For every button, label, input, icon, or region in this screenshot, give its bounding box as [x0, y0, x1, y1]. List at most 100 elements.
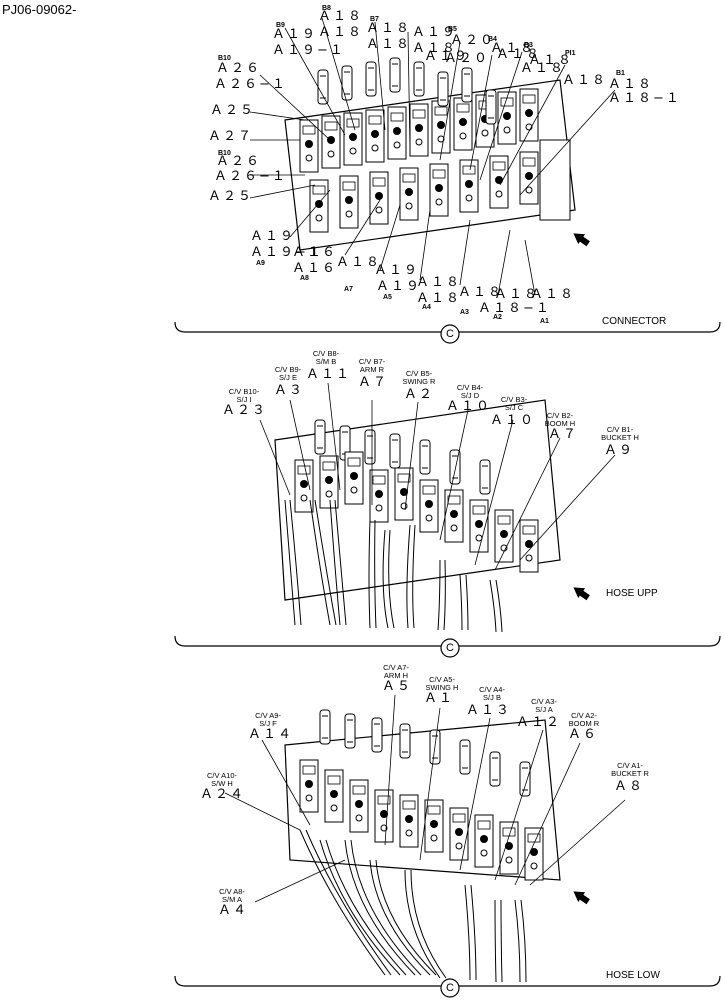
lower-code-a5: Ａ１ [424, 691, 455, 706]
upper-label-b9: C/V B9-S/J E [274, 365, 302, 382]
lower-code-a8: Ａ４ [218, 903, 249, 918]
connector-code: Ａ２６−１ [214, 77, 287, 92]
upper-label-b8: C/V B8-S/M B [312, 349, 340, 366]
upper-code-b7: Ａ７ [358, 375, 389, 390]
lower-code-a2: Ａ６ [568, 727, 599, 742]
upper-code-b1: Ａ９ [604, 443, 635, 458]
upper-hoses [284, 499, 503, 633]
circle-c-letter: C [446, 328, 454, 340]
upper-label-b10: C/V B10-S/J I [228, 387, 260, 404]
connector-code: Ａ１９ [250, 229, 296, 244]
connector-tag: A8 [300, 275, 309, 282]
connector-code: Ａ２５ [208, 189, 254, 204]
lower-code-a10: Ａ２４ [200, 787, 246, 802]
connector-code: Ａ２６ [216, 154, 262, 169]
connector-code: Ａ２０ [444, 51, 490, 66]
circle-c-icon [440, 324, 460, 344]
connector-code: Ａ１８−１ [478, 301, 551, 316]
connector-code: Ａ２６ [216, 61, 262, 76]
lower-leader-lines [224, 694, 626, 903]
arrow-icon [573, 587, 590, 601]
circle-c-icon [440, 978, 460, 998]
connector-code: Ａ１８ [496, 47, 542, 62]
lower-hoses [299, 829, 527, 983]
upper-code-b2: Ａ７ [548, 427, 579, 442]
upper-label-b4: C/V B4-S/J D [456, 383, 484, 400]
connector-tag: A7 [344, 286, 353, 293]
connector-code: Ａ１８ [528, 53, 574, 68]
connector-code: Ａ１８ [318, 25, 364, 40]
connector-code: Ａ１８ [416, 275, 462, 290]
connector-valve-body [284, 57, 576, 251]
connector-tag: A9 [256, 260, 265, 267]
connector-code: Ａ１８−１ [608, 91, 681, 106]
lower-code-a1: Ａ８ [614, 779, 645, 794]
circle-c-letter: C [446, 642, 454, 654]
connector-tag: B5 [448, 26, 457, 33]
upper-label-b5: C/V B5-SWING R [402, 369, 436, 386]
lower-label-a2: C/V A2-BOOM R [568, 711, 600, 728]
section-title-connector: CONNECTOR [602, 316, 667, 327]
upper-label-b2: C/V B2-BOOM H [544, 411, 576, 428]
connector-code: Ａ１９−１ [250, 245, 323, 260]
lower-label-a7: C/V A7-ARM H [383, 663, 409, 680]
connector-tag: B4 [488, 36, 497, 43]
lower-valve-body [284, 709, 561, 881]
lower-label-a10: C/V A10-S/W H [206, 771, 237, 788]
connector-code: Ａ１８ [490, 41, 536, 56]
lower-code-a3: Ａ１２ [516, 715, 562, 730]
connector-code: Ａ２０ [450, 33, 496, 48]
lower-label-a5: C/V A5-SWING H [425, 675, 459, 692]
connector-code: Ａ１８ [494, 287, 540, 302]
connector-tag: A4 [422, 304, 431, 311]
connector-code: Ａ２７ [208, 129, 254, 144]
connector-code: Ａ１８ [530, 287, 576, 302]
lower-label-a9: C/V A9-S/J F [255, 711, 281, 728]
connector-code: Ａ１８ [366, 21, 412, 36]
connector-tag: B9 [276, 22, 285, 29]
upper-code-b10: Ａ２３ [222, 403, 268, 418]
lower-code-a7: Ａ５ [382, 679, 413, 694]
upper-code-b9: Ａ３ [274, 383, 305, 398]
upper-label-b3: C/V B3-S/J C [500, 395, 528, 412]
connector-code: Ａ１９ [412, 25, 458, 40]
lower-label-a4: C/V A4-S/J B [479, 685, 505, 702]
upper-code-b5: Ａ２ [404, 387, 435, 402]
upper-label-b1: C/V B1-BUCKET H [601, 425, 639, 442]
connector-tag: A3 [460, 309, 469, 316]
connector-code: Ａ１８ [318, 9, 364, 24]
connector-tag: A5 [383, 294, 392, 301]
connector-leader-lines [249, 17, 616, 296]
connector-code: Ａ１８ [366, 37, 412, 52]
upper-valve-body [274, 399, 561, 601]
connector-tag: B10 [218, 55, 231, 62]
upper-leader-lines [259, 382, 616, 571]
connector-code: Ａ１８ [458, 285, 504, 300]
lower-label-a8: C/V A8-S/M A [219, 887, 245, 904]
lower-label-a3: C/V A3-S/J A [531, 697, 557, 714]
circle-c-icon [440, 638, 460, 658]
connector-code: Ａ１８ [520, 61, 566, 76]
circle-c-letter: C [446, 982, 454, 994]
connector-code: Ａ１８ [608, 77, 654, 92]
arrow-icon [573, 233, 590, 247]
arrow-icon [573, 891, 590, 905]
section-title-hose-low: HOSE LOW [606, 970, 660, 981]
connector-tag: B1 [616, 70, 625, 77]
connector-tag: B8 [322, 5, 331, 12]
document-id: PJ06-09062- [2, 2, 77, 17]
connector-code: Ａ１６ [292, 245, 338, 260]
connector-tag: B10 [218, 150, 231, 157]
connector-code: Ａ１９ [376, 279, 422, 294]
connector-tag: A1 [540, 318, 549, 325]
upper-code-b3: Ａ１０ [490, 413, 536, 428]
connector-tag: A2 [493, 314, 502, 321]
connector-code: Ａ１９ [272, 27, 318, 42]
lower-label-a1: C/V A1-BUCKET R [611, 761, 649, 778]
connector-code: Ａ１９−１ [272, 43, 345, 58]
connector-tag: PI1 [565, 50, 576, 57]
connector-code: Ａ１８ [416, 291, 462, 306]
connector-code: Ａ１９ [374, 263, 420, 278]
lower-code-a9: Ａ１４ [248, 727, 294, 742]
